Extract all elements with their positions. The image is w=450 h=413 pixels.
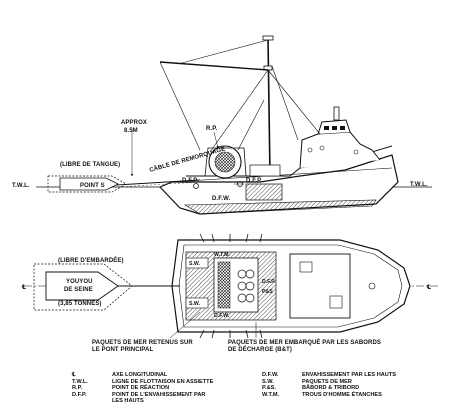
approx-value: 8.5M [124, 128, 138, 134]
seine-skiff [45, 271, 119, 301]
svg-text:℄: ℄ [21, 284, 26, 291]
de-seine-label: DE SEINE [64, 287, 93, 293]
sw-shipped-label-2: DE DÉCHARGE (B&T) [228, 345, 292, 353]
ps-label: P&S [262, 289, 273, 295]
legend-right: D.F.W.ENVAHISSEMENT PAR LES HAUTS S.W.PA… [262, 372, 396, 398]
fish-hold-hatch [245, 183, 283, 201]
dfw-plan-label: D.F.W. [214, 313, 230, 319]
legend-row: W.T.M.TROUS D'HOMME ÉTANCHES [262, 391, 382, 398]
legend-row: S.W.PAQUETS DE MER [262, 378, 352, 385]
main-mast [267, 37, 271, 177]
legend-row: D.F.P.POINT DE L'ENVAHISSEMENT PAR [72, 391, 206, 398]
legend-left: ℄AXE LONGITUDINAL T.W.L.LIGNE DE FLOTTAI… [72, 372, 213, 405]
hull-bottom-hatch [183, 199, 377, 215]
rp-label: R.P. [206, 126, 218, 132]
plan-deckhouse [289, 253, 351, 319]
legend-row: ℄AXE LONGITUDINAL [72, 372, 168, 378]
sw-top-label: S.W. [189, 261, 201, 267]
twl-left-label: T.W.L. [12, 183, 30, 189]
legend-row: T.W.L.LIGNE DE FLOTTAISON EN ASSIETTE [72, 378, 214, 385]
sw-shipped-label-1: PAQUETS DE MER EMBARQUÉ PAR LES SABORDS [228, 338, 381, 346]
yaw-clearance-label: (LIBRE D'EMBARDÉE) [58, 256, 124, 264]
sw-retained-label-2: LE PONT PRINCIPAL [92, 347, 153, 353]
dfp-label-1: D.F.P. [182, 178, 198, 184]
legend-row: LES HAUTS [112, 398, 144, 405]
sw-retained-label-1: PAQUETS DE MER RETENUS SUR [92, 340, 193, 346]
wtm-label: W.T.M. [214, 252, 230, 258]
tonnage-label: (3,85 TONNES) [58, 301, 102, 307]
legend-row: P.&S.BÂBORD & TRIBORD [262, 385, 360, 392]
sw-bottom-label: S.W. [189, 301, 201, 307]
freeing-ports [199, 233, 263, 339]
dfp-label-2: D.F.P. [246, 178, 262, 184]
yaw-clearance-box [33, 263, 133, 311]
youyou-label: YOUYOU [66, 279, 93, 285]
pitch-clearance-box [47, 175, 127, 193]
legend-row: D.F.W.ENVAHISSEMENT PAR LES HAUTS [262, 372, 396, 378]
svg-text:℄: ℄ [426, 284, 431, 291]
point-s-label: POINT S [80, 183, 105, 189]
approx-label: APPROX [121, 120, 147, 126]
side-elevation: APPROX 8.5M (LIBRE DE TANGUE) POINT S T.… [12, 35, 432, 215]
dfw-side-label: D.F.W. [212, 196, 230, 202]
derrick-boom [159, 61, 269, 71]
plan-view: ℄ ℄ [21, 233, 438, 353]
pitch-clearance-label: (LIBRE DE TANGUE) [60, 162, 120, 168]
twl-right-label: T.W.L. [410, 182, 428, 188]
legend-row: R.P.POINT DE RÉACTION [72, 385, 170, 392]
dfp-plan-label: D.F.P. [262, 279, 276, 285]
